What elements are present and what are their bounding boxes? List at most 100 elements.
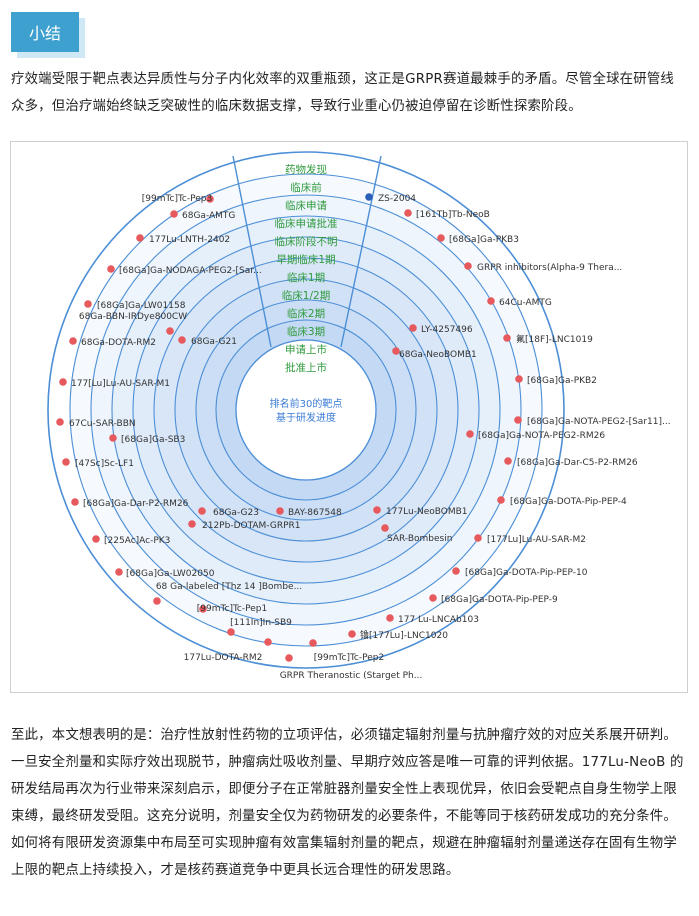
drug-label-17: [68Ga]Ga-DOTA-Pip-PEP-9 — [441, 595, 558, 605]
drug-dot-39 — [84, 300, 92, 308]
drug-dot-26 — [153, 597, 161, 605]
drug-label-34: 67Cu-SAR-BBN — [69, 419, 136, 429]
stage-label-0: 药物发现 — [285, 163, 327, 176]
drug-dot-25 — [199, 605, 207, 613]
drug-label-4: 64Cu-AMTG — [499, 298, 552, 308]
drug-dot-23 — [264, 638, 272, 646]
drug-dot-41 — [136, 234, 144, 242]
drug-dot-22 — [276, 507, 284, 515]
drug-dot-43 — [206, 195, 214, 203]
stage-label-1: 临床前 — [290, 181, 322, 194]
stage-label-2: 临床申请 — [285, 199, 327, 212]
drug-dot-24 — [227, 628, 235, 636]
drug-label-30: 68Ga-G23 — [213, 508, 259, 518]
drug-label-41: 177Lu-LNTH-2402 — [149, 235, 230, 245]
stage-label-8: 临床2期 — [287, 307, 325, 320]
center-label-0: 排名前30的靶点 — [270, 397, 343, 410]
drug-dot-33 — [109, 434, 117, 442]
stage-label-10: 申请上市 — [285, 343, 327, 356]
drug-label-36: 68Ga-G21 — [191, 337, 237, 347]
drug-label-16: [68Ga]Ga-DOTA-Pip-PEP-10 — [465, 568, 588, 578]
drug-label-32: [47Sc]Sc-LF1 — [75, 459, 134, 469]
drug-label-6: 氟[18F]-LNC1019 — [516, 333, 593, 345]
stage-wedge-left — [232, 155, 272, 348]
drug-label-14: SAR-Bombesin — [387, 534, 452, 544]
intro-paragraph: 疗效端受限于靶点表达异质性与分子内化效率的双重瓶颈，这正是GRPR赛道最棘手的矛… — [11, 72, 675, 114]
radial-chart-svg: 排名前30的靶点基于研发进度药物发现临床前临床申请临床申请批准临床阶段不明早期临… — [47, 151, 671, 681]
stage-label-3: 临床申请批准 — [275, 217, 338, 230]
drug-dot-2 — [437, 234, 445, 242]
drug-dot-17 — [429, 594, 437, 602]
drug-label-43: [99mTc]Tc-Pep3 — [142, 194, 212, 204]
drug-dot-4 — [487, 297, 495, 305]
drug-dot-5 — [409, 324, 417, 332]
drug-dot-6 — [503, 334, 511, 342]
pipeline-radial-figure: 排名前30的靶点基于研发进度药物发现临床前临床申请临床申请批准临床阶段不明早期临… — [10, 141, 688, 693]
drug-dot-13 — [373, 506, 381, 514]
drug-label-33: [68Ga]Ga-SB3 — [121, 435, 185, 445]
drug-dot-32 — [62, 458, 70, 466]
drug-dot-16 — [452, 567, 460, 575]
drug-dot-28 — [92, 535, 100, 543]
drug-dot-15 — [474, 534, 482, 542]
drug-label-13: 177Lu-NeoBOMB1 — [386, 507, 468, 517]
drug-dot-30 — [198, 507, 206, 515]
drug-label-5: LY-4257496 — [421, 325, 473, 335]
center-circle — [235, 339, 377, 481]
drug-dot-27 — [115, 568, 123, 576]
drug-label-20: [99mTc]Tc-Pep2 — [314, 653, 384, 663]
stage-wedge-right — [340, 155, 382, 348]
drug-dot-34 — [56, 418, 64, 426]
drug-label-31: [68Ga]Ga-Dar-P2-RM26 — [83, 499, 189, 509]
drug-label-10: [68Ga]Ga-NOTA-PEG2-RM26 — [478, 431, 605, 441]
conclusion-paragraph: 至此，本文想表明的是：治疗性放射性药物的立项评估，必须锚定辐射剂量与抗肿瘤疗效的… — [11, 728, 684, 878]
drug-dot-29 — [188, 520, 196, 528]
drug-dot-7 — [392, 347, 400, 355]
drug-dot-31 — [71, 498, 79, 506]
drug-label-37: 68Ga-DOTA-RM2 — [81, 338, 156, 348]
stage-label-6: 临床1期 — [287, 271, 325, 284]
stage-label-5: 早期临床1期 — [276, 253, 335, 266]
drug-label-2: [68Ga]Ga-PKB3 — [449, 235, 519, 245]
drug-label-12: [68Ga]Ga-DOTA-Pip-PEP-4 — [510, 497, 627, 507]
drug-dot-1 — [404, 209, 412, 217]
drug-label-9: [68Ga]Ga-NOTA-PEG2-[Sar11]... — [527, 417, 671, 427]
drug-dot-40 — [107, 265, 115, 273]
drug-label-21: GRPR Theranostic (Starget Ph... — [280, 671, 423, 681]
drug-dot-42 — [170, 210, 178, 218]
drug-label-18: 177 Lu-LNCAb103 — [398, 615, 479, 625]
center-label-1: 基于研发进度 — [276, 411, 336, 424]
drug-dot-35 — [59, 378, 67, 386]
drug-label-29: 212Pb-DOTAM-GRPR1 — [202, 521, 301, 531]
drug-dot-11 — [504, 457, 512, 465]
drug-label-11: [68Ga]Ga-Dar-C5-P2-RM26 — [517, 458, 638, 468]
stage-label-11: 批准上市 — [285, 361, 327, 374]
drug-label-35: 177[Lu]Lu-AU-SAR-M1 — [71, 379, 170, 389]
drug-label-24: [111In]In-SB9 — [230, 618, 292, 628]
drug-label-19: 镥[177Lu]-LNC1020 — [360, 629, 448, 641]
drug-label-28: [225Ac]Ac-PK3 — [104, 536, 170, 546]
drug-label-8: [68Ga]Ga-PKB2 — [527, 376, 597, 386]
drug-dot-38 — [166, 327, 174, 335]
drug-label-39: [68Ga]Ga-LW01158 — [97, 301, 186, 311]
drug-dot-10 — [466, 430, 474, 438]
stage-label-4: 临床阶段不明 — [275, 235, 338, 248]
drug-label-22: BAY-867548 — [288, 508, 342, 518]
drug-dot-12 — [497, 496, 505, 504]
drug-dot-8 — [515, 375, 523, 383]
stage-label-9: 临床3期 — [287, 325, 325, 338]
drug-dot-3 — [464, 262, 472, 270]
section-badge: 小结 — [11, 12, 79, 52]
stage-label-7: 临床1/2期 — [282, 289, 330, 302]
drug-dot-19 — [348, 630, 356, 638]
drug-dot-20 — [309, 639, 317, 647]
drug-label-25: [99mTc]Tc-Pep1 — [197, 604, 267, 614]
drug-label-3: GRPR inhibitors(Alpha-9 Thera... — [477, 263, 622, 273]
drug-dot-14 — [381, 524, 389, 532]
drug-dot-21 — [285, 654, 293, 662]
drug-label-23: 177Lu-DOTA-RM2 — [184, 653, 263, 663]
drug-dot-18 — [386, 614, 394, 622]
drug-label-40: [68Ga]Ga-NODAGA-PEG2-[Sar... — [119, 266, 262, 276]
drug-label-7: 68Ga-NeoBOMB1 — [399, 350, 477, 360]
drug-dot-9 — [514, 416, 522, 424]
